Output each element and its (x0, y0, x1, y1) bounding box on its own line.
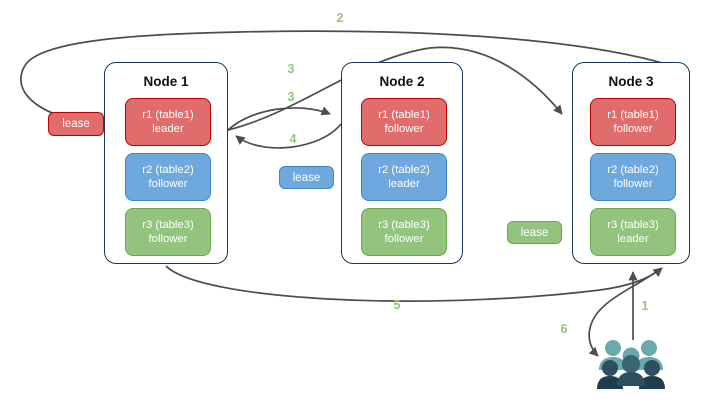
replica-node2-r3[interactable]: r3 (table3) follower (361, 208, 447, 256)
replica-name: r3 (table3) (607, 219, 659, 231)
replica-node2-r1[interactable]: r1 (table1) follower (361, 98, 447, 146)
replica-name: r1 (table1) (378, 109, 430, 121)
node-title-2: Node 2 (379, 74, 425, 89)
replica-name: r2 (table2) (378, 164, 430, 176)
replica-role: follower (613, 178, 653, 190)
step-label-2: 2 (336, 11, 344, 25)
edge-step-5 (165, 265, 663, 302)
replica-role: leader (152, 123, 184, 135)
step-label-6: 6 (560, 322, 568, 336)
replica-role: follower (148, 178, 188, 190)
replica-role: follower (384, 233, 424, 245)
node-title-1: Node 1 (143, 74, 189, 89)
replica-node3-r3[interactable]: r3 (table3) leader (590, 208, 676, 256)
replica-node1-r3[interactable]: r3 (table3) follower (125, 208, 211, 256)
step-label-3b: 3 (287, 90, 295, 104)
lease-label: lease (62, 118, 90, 130)
node-container-2[interactable]: Node 2 r1 (table1) follower r2 (table2) … (341, 62, 463, 264)
replica-node3-r1[interactable]: r1 (table1) follower (590, 98, 676, 146)
replica-role: leader (617, 233, 649, 245)
node-container-1[interactable]: Node 1 r1 (table1) leader r2 (table2) fo… (104, 62, 228, 264)
replica-node2-r2[interactable]: r2 (table2) leader (361, 153, 447, 201)
step-label-4: 4 (289, 132, 297, 146)
replica-name: r3 (table3) (142, 219, 194, 231)
step-label-1: 1 (641, 299, 649, 313)
node-title-3: Node 3 (608, 74, 654, 89)
step-label-3a: 3 (287, 62, 295, 76)
replica-name: r2 (table2) (142, 164, 194, 176)
replica-name: r3 (table3) (378, 219, 430, 231)
replica-node3-r2[interactable]: r2 (table2) follower (590, 153, 676, 201)
lease-chip-blue[interactable]: lease (279, 166, 334, 189)
lease-label: lease (520, 226, 549, 239)
replica-name: r1 (table1) (142, 109, 194, 121)
lease-label: lease (292, 171, 321, 184)
edge-step-3-lower (227, 106, 331, 131)
lease-chip-red[interactable]: lease (48, 112, 104, 136)
lease-chip-green[interactable]: lease (507, 221, 562, 244)
replica-node1-r2[interactable]: r2 (table2) follower (125, 153, 211, 201)
step-label-5: 5 (393, 298, 401, 312)
replica-role: leader (388, 178, 420, 190)
replica-name: r2 (table2) (607, 164, 659, 176)
replica-role: follower (148, 233, 188, 245)
replica-name: r1 (table1) (607, 109, 659, 121)
replica-role: follower (384, 123, 424, 135)
replica-role: follower (613, 123, 653, 135)
users-group-icon (597, 340, 665, 389)
replica-node1-r1[interactable]: r1 (table1) leader (125, 98, 211, 146)
node-container-3[interactable]: Node 3 r1 (table1) follower r2 (table2) … (572, 62, 690, 264)
